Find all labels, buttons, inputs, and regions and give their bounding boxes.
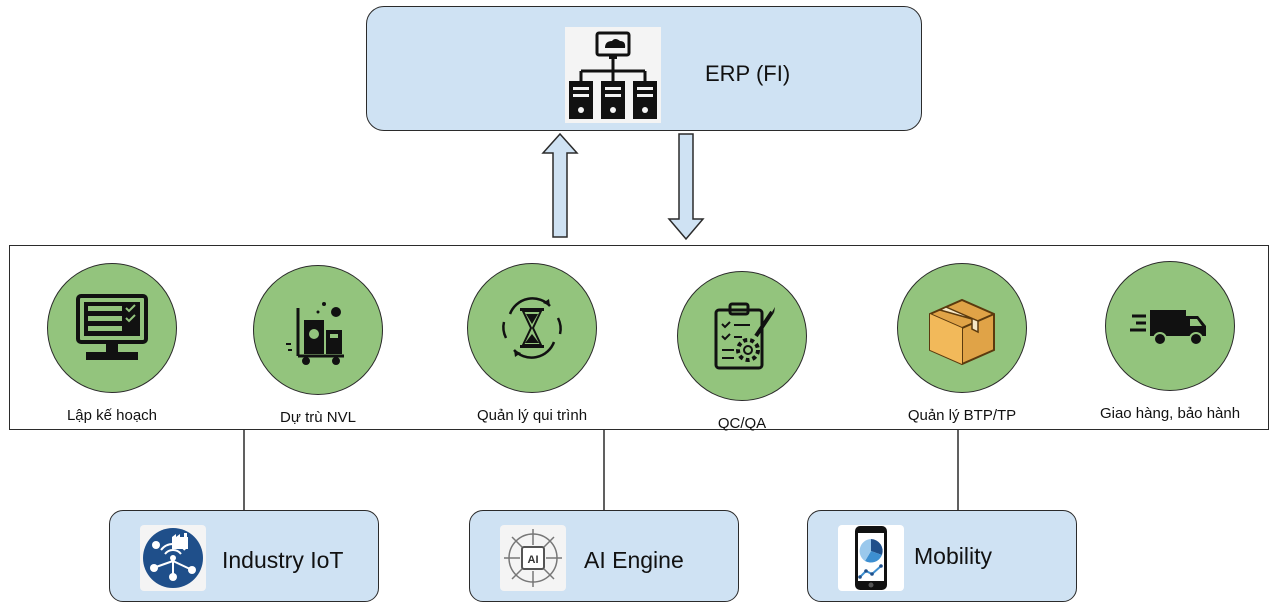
server-network-icon [565, 27, 661, 123]
hourglass-cycle-icon [467, 263, 597, 393]
process-label: QC/QA [717, 415, 767, 432]
process-material-forecast: Dự trù NVL [218, 265, 418, 426]
module-label: Industry IoT [222, 547, 344, 573]
process-label: Lập kế hoạch [66, 407, 158, 424]
process-label: Quản lý qui trình [476, 407, 588, 424]
up-arrow [541, 132, 579, 238]
module-ai-engine: AI AI Engine [469, 510, 739, 602]
erp-label: ERP (FI) [705, 61, 791, 86]
module-label: Mobility [914, 543, 992, 569]
process-delivery: Giao hàng, bảo hành [1070, 261, 1270, 422]
process-label: Dự trù NVL [280, 409, 356, 426]
ai-chip-icon: AI [500, 525, 566, 591]
process-label: Giao hàng, bảo hành [1099, 405, 1241, 422]
process-label: Quản lý BTP/TP [907, 407, 1017, 424]
monitor-checklist-icon [47, 263, 177, 393]
clipboard-gear-icon [677, 271, 807, 401]
delivery-truck-icon [1105, 261, 1235, 391]
inventory-cart-icon [253, 265, 383, 395]
process-qc-qa: QC/QA [642, 271, 842, 432]
down-arrow [667, 133, 705, 241]
process-planning: Lập kế hoạch [12, 263, 212, 424]
module-industry-iot: Industry IoT [109, 510, 379, 602]
svg-text:AI: AI [528, 554, 539, 566]
industry-iot-icon [140, 525, 206, 591]
mobile-chart-icon [838, 525, 904, 591]
process-workflow: Quản lý qui trình [432, 263, 632, 424]
module-mobility: Mobility [807, 510, 1077, 602]
module-label: AI Engine [584, 547, 684, 573]
process-container: Lập kế hoạch Dự trù NVL [9, 245, 1270, 432]
erp-box: ERP (FI) [366, 6, 922, 131]
process-goods-management: Quản lý BTP/TP [862, 263, 1062, 424]
package-box-icon [897, 263, 1027, 393]
